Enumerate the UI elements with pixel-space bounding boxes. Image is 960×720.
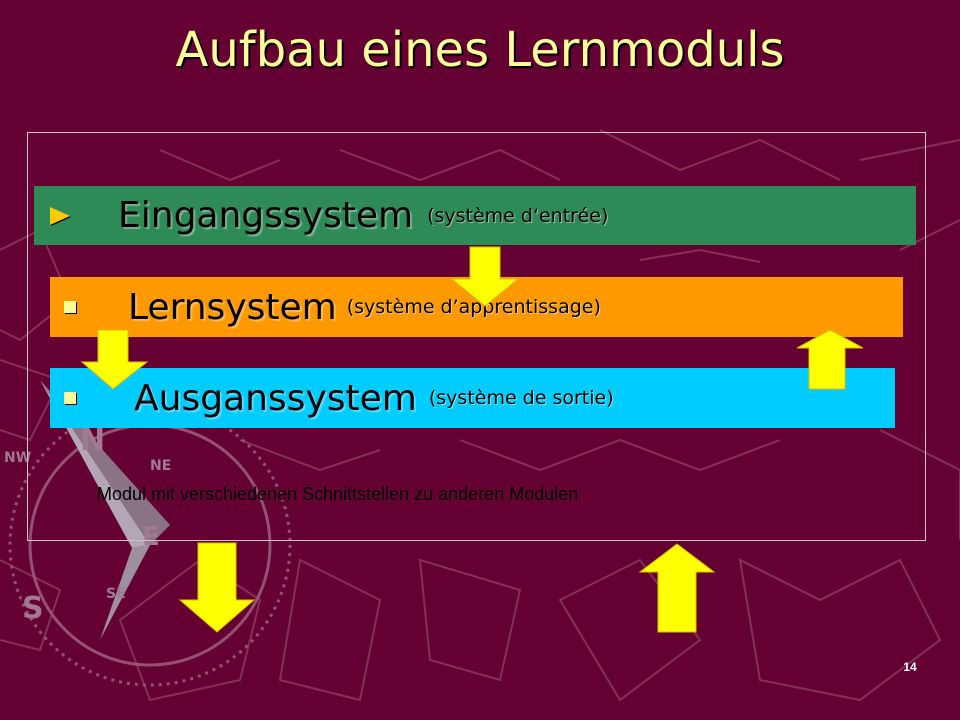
compass-letter-e: E	[142, 522, 160, 552]
bar-main-label: Ausganssystem	[134, 377, 417, 419]
down-arrow-icon	[450, 246, 520, 307]
bar-eingangssystem: Eingangssystem (système d‘entrée)	[34, 186, 916, 245]
up-arrow-icon	[796, 329, 864, 390]
down-arrow-icon	[80, 329, 149, 390]
compass-letter-se: SE	[106, 586, 126, 602]
bar-sub-label: (système de sortie)	[428, 387, 614, 409]
bar-ausganssystem: Ausganssystem (système de sortie)	[50, 368, 895, 428]
compass-letter-n: N	[80, 423, 105, 458]
triangle-bullet-icon	[50, 206, 70, 225]
bar-main-label: Lernsystem	[128, 286, 337, 328]
module-caption: Modul mit verschiedenen Schnittstellen z…	[97, 484, 579, 504]
slide-title: Aufbau eines Lernmoduls	[175, 22, 785, 78]
square-bullet-icon	[64, 301, 76, 313]
module-frame	[27, 132, 926, 541]
down-arrow-icon	[178, 542, 256, 633]
page-number: 14	[903, 660, 917, 674]
compass-letter-nw: NW	[4, 450, 31, 466]
bar-sub-label: (système d‘entrée)	[427, 204, 609, 227]
compass-letter-ne: NE	[150, 458, 171, 474]
bar-main-label: Eingangssystem	[118, 195, 414, 236]
up-arrow-icon	[638, 543, 716, 633]
square-bullet-icon	[64, 392, 76, 404]
bar-sub-label: (système d’apprentissage)	[346, 296, 601, 318]
compass-letter-s: S	[22, 591, 44, 626]
